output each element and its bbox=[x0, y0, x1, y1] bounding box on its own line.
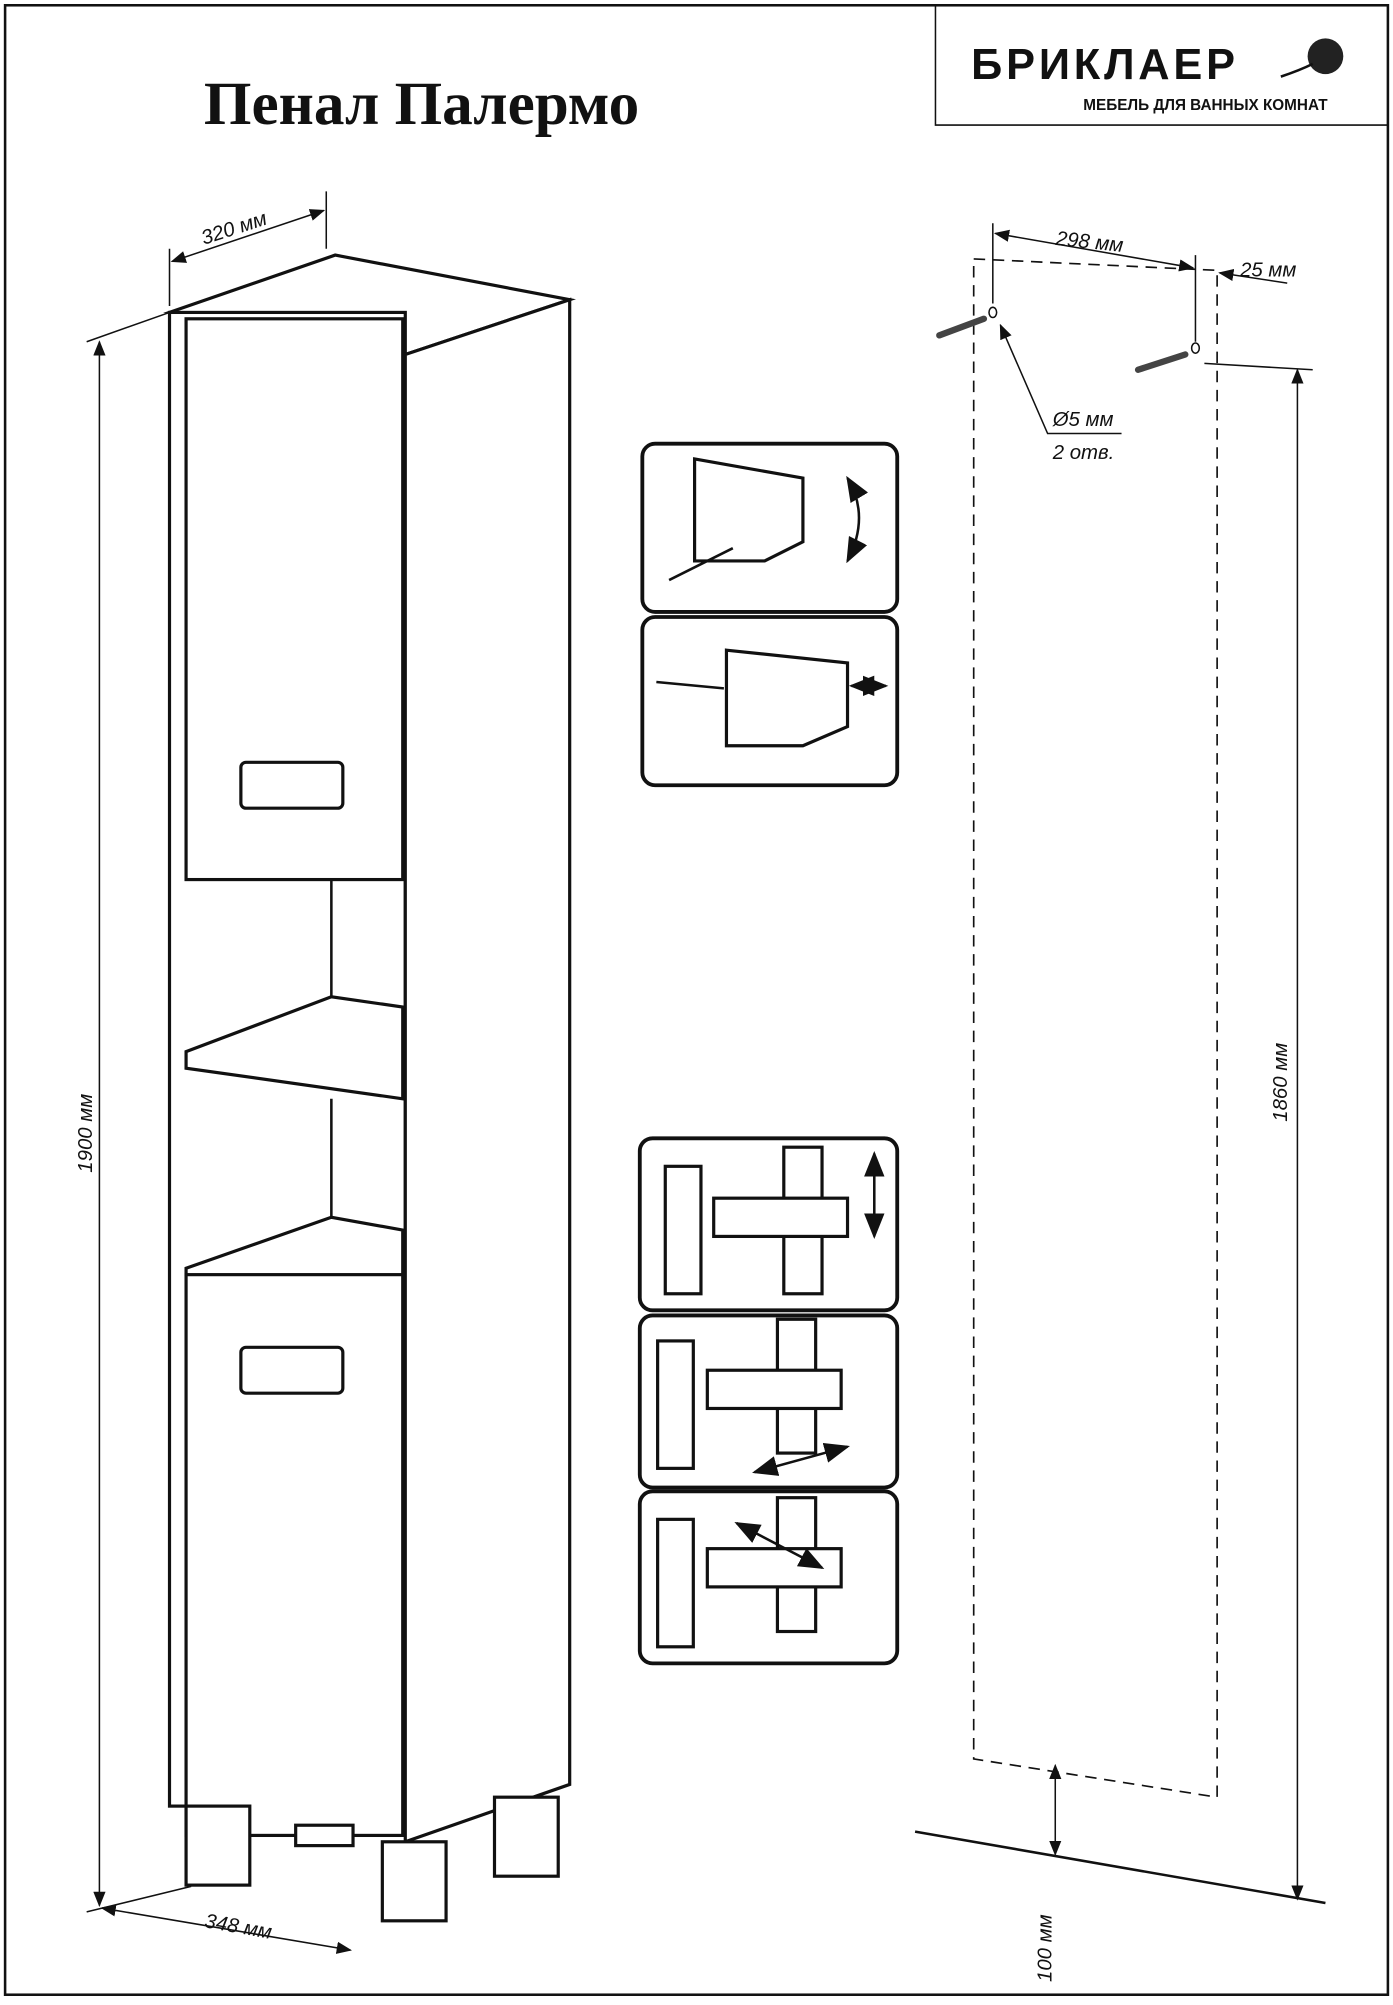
rose-icon bbox=[1307, 38, 1344, 75]
dimension-width: 348 мм bbox=[100, 1904, 352, 1954]
leg bbox=[380, 1840, 448, 1923]
logo-brand: БРИКЛАЕР bbox=[971, 41, 1239, 89]
width-label: 348 мм bbox=[203, 1910, 273, 1943]
hole-offset-label: 25 мм bbox=[1239, 260, 1296, 282]
drill-hole bbox=[1190, 342, 1201, 354]
hinge-adjustment-diagrams bbox=[637, 1136, 900, 1666]
brand-logo: БРИКЛАЕР МЕБЕЛЬ ДЛЯ ВАННЫХ КОМНАТ bbox=[934, 5, 1388, 126]
cabinet-outline bbox=[972, 258, 1218, 1799]
height-label: 1900 мм bbox=[75, 1094, 97, 1173]
floor-line bbox=[914, 1830, 1326, 1905]
latch-adjustment-diagrams bbox=[640, 441, 900, 788]
lower-handle bbox=[239, 1345, 345, 1395]
floor-gap-label: 100 мм bbox=[1034, 1914, 1056, 1982]
drill-hole bbox=[988, 306, 998, 319]
cabinet-drawing bbox=[163, 253, 576, 1923]
screw-icon bbox=[936, 315, 988, 339]
hole-count-label: 2 отв. bbox=[1052, 442, 1115, 464]
logo-tagline: МЕБЕЛЬ ДЛЯ ВАННЫХ КОМНАТ bbox=[1083, 97, 1328, 114]
sheet-border bbox=[3, 3, 1390, 1997]
hole-diameter-label: Ø5 мм bbox=[1052, 409, 1114, 431]
mount-height-label: 1860 мм bbox=[1270, 1043, 1292, 1122]
shelf bbox=[184, 995, 405, 1101]
upper-handle bbox=[239, 760, 345, 810]
screw-icon bbox=[1134, 351, 1189, 373]
leg bbox=[184, 1804, 252, 1887]
page-title: Пенал Палермо bbox=[204, 70, 639, 138]
depth-label: 320 мм bbox=[199, 208, 270, 250]
hole-spacing-label: 298 мм bbox=[1054, 228, 1125, 257]
wall-mounting-diagram: 298 мм 25 мм Ø5 мм 2 отв. 1860 мм 100 мм bbox=[914, 223, 1326, 1982]
dimension-height: 1900 мм bbox=[75, 311, 192, 1913]
leg bbox=[492, 1795, 560, 1878]
